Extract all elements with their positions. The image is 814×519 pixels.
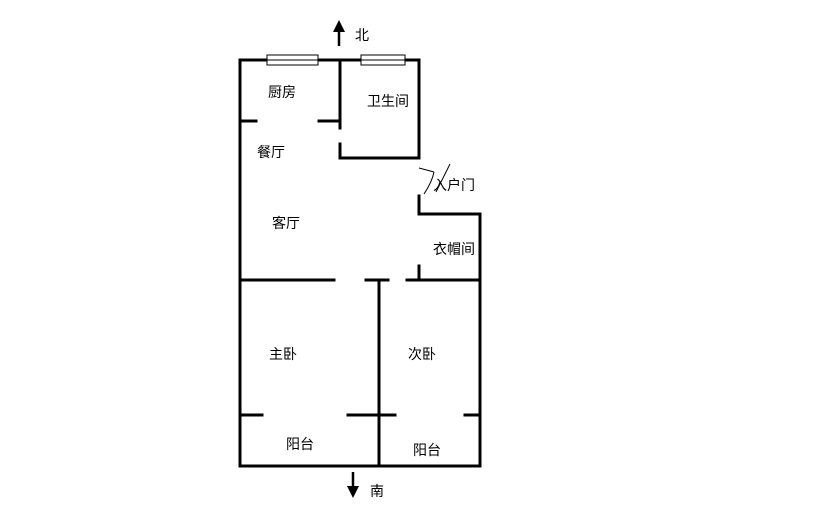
entrance-door-swing <box>418 163 451 195</box>
room-label-living: 客厅 <box>272 215 300 232</box>
room-label-balcony-left: 阳台 <box>286 437 314 453</box>
north-label: 北 <box>355 28 369 44</box>
north-arrow-icon <box>333 20 345 46</box>
interior-walls <box>238 58 482 468</box>
kitchen-window <box>266 54 319 66</box>
room-label-kitchen: 厨房 <box>268 85 296 101</box>
room-label-bathroom: 卫生间 <box>367 94 409 110</box>
room-label-balcony-right: 阳台 <box>413 443 441 459</box>
room-label-dining: 餐厅 <box>257 145 285 161</box>
room-label-master-bedroom: 主卧 <box>269 347 297 363</box>
room-label-entrance-door: 入户门 <box>433 177 475 194</box>
room-label-cloakroom: 衣帽间 <box>433 242 475 258</box>
room-label-second-bedroom: 次卧 <box>408 347 436 363</box>
bathroom-window <box>360 54 406 66</box>
south-arrow-icon <box>347 472 359 498</box>
exterior-walls <box>238 58 482 468</box>
south-label: 南 <box>370 484 384 500</box>
